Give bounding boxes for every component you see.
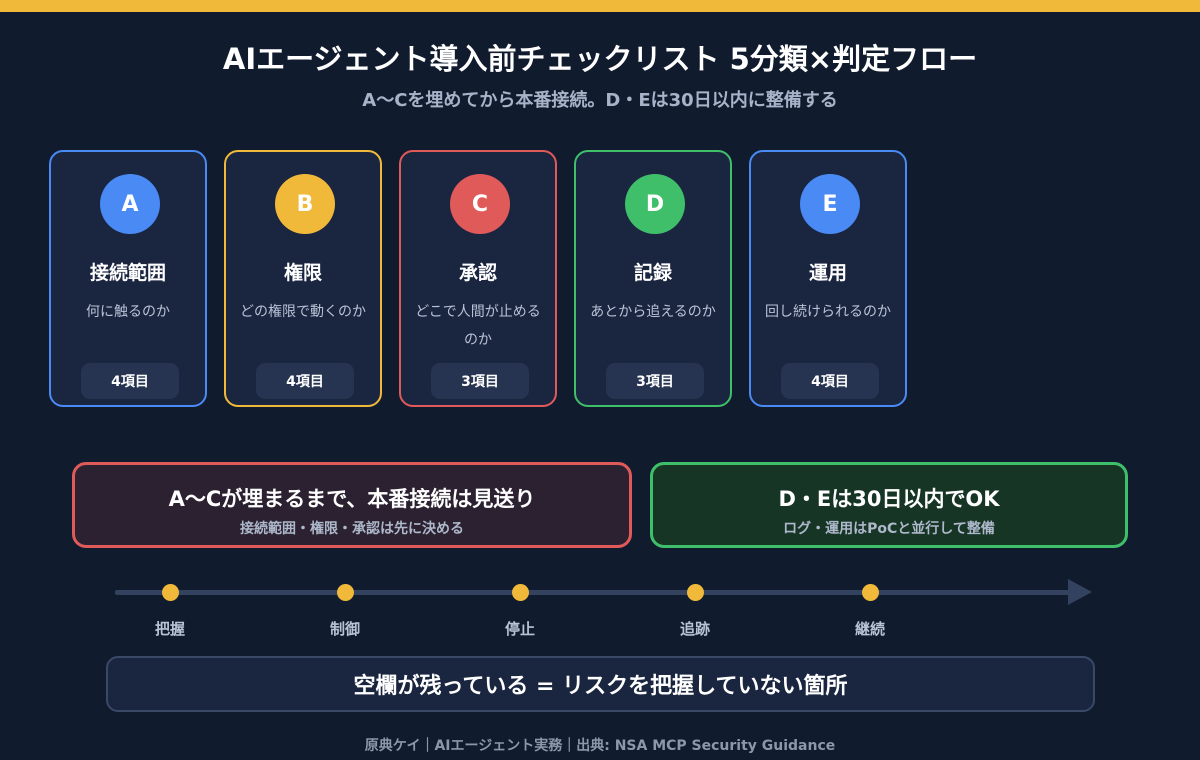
category-description: 回し続けられるのか [765, 304, 891, 320]
timeline-step-label: 把握 [154, 620, 185, 638]
page-subtitle: A〜Cを埋めてから本番接続。D・Eは30日以内に整備する [362, 90, 838, 111]
category-name: 承認 [458, 262, 497, 284]
category-card-e: E 運用 回し続けられるのか 4項目 [749, 150, 907, 407]
gate-required-box: A〜Cが埋まるまで、本番接続は見送り 接続範囲・権限・承認は先に決める [72, 462, 632, 548]
gate-required-title: A〜Cが埋まるまで、本番接続は見送り [168, 487, 536, 511]
timeline-dot [687, 584, 704, 601]
top-accent-stripe [0, 0, 1200, 12]
category-name: 接続範囲 [89, 262, 166, 284]
category-description: どの権限で動くのか [240, 304, 366, 320]
timeline-step-label: 停止 [504, 620, 535, 638]
category-item-count: 3項目 [431, 363, 529, 399]
category-card-d: D 記録 あとから追えるのか 3項目 [574, 150, 732, 407]
category-item-count: 4項目 [256, 363, 354, 399]
gate-required-note: 接続範囲・権限・承認は先に決める [240, 521, 464, 537]
category-badge: E [800, 174, 860, 234]
timeline-dot [162, 584, 179, 601]
category-name: 記録 [633, 262, 672, 284]
category-badge: C [450, 174, 510, 234]
category-item-count: 3項目 [606, 363, 704, 399]
timeline-step-label: 制御 [329, 620, 360, 638]
category-name: 運用 [808, 262, 847, 284]
category-description: あとから追えるのか [590, 304, 716, 320]
category-badge: B [275, 174, 335, 234]
category-card-b: B 権限 どの権限で動くのか 4項目 [224, 150, 382, 407]
category-description: どこで人間が止めるのか [415, 304, 541, 348]
category-name: 権限 [283, 262, 322, 284]
gate-ok-title: D・Eは30日以内でOK [778, 487, 1000, 511]
category-card-a: A 接続範囲 何に触るのか 4項目 [49, 150, 207, 407]
category-description: 何に触るのか [86, 304, 170, 320]
timeline-dot [862, 584, 879, 601]
timeline-arrow-icon [1068, 579, 1092, 605]
source-credit: 原典ケイ｜AIエージェント実務｜出典: NSA MCP Security Gui… [364, 738, 836, 754]
timeline-step-label: 継続 [854, 620, 885, 638]
summary-text: 空欄が残っている = リスクを把握していない箇所 [353, 674, 848, 699]
timeline-dot [337, 584, 354, 601]
gate-ok-box: D・Eは30日以内でOK ログ・運用はPoCと並行して整備 [650, 462, 1128, 548]
gate-ok-note: ログ・運用はPoCと並行して整備 [783, 521, 995, 537]
timeline-step-label: 追跡 [679, 620, 710, 638]
timeline-dot [512, 584, 529, 601]
category-item-count: 4項目 [781, 363, 879, 399]
summary-box: 空欄が残っている = リスクを把握していない箇所 [106, 656, 1095, 712]
category-item-count: 4項目 [81, 363, 179, 399]
page-title: AIエージェント導入前チェックリスト 5分類×判定フロー [222, 42, 978, 76]
category-badge: A [100, 174, 160, 234]
timeline-axis [115, 590, 1070, 595]
category-badge: D [625, 174, 685, 234]
category-card-c: C 承認 どこで人間が止めるのか 3項目 [399, 150, 557, 407]
